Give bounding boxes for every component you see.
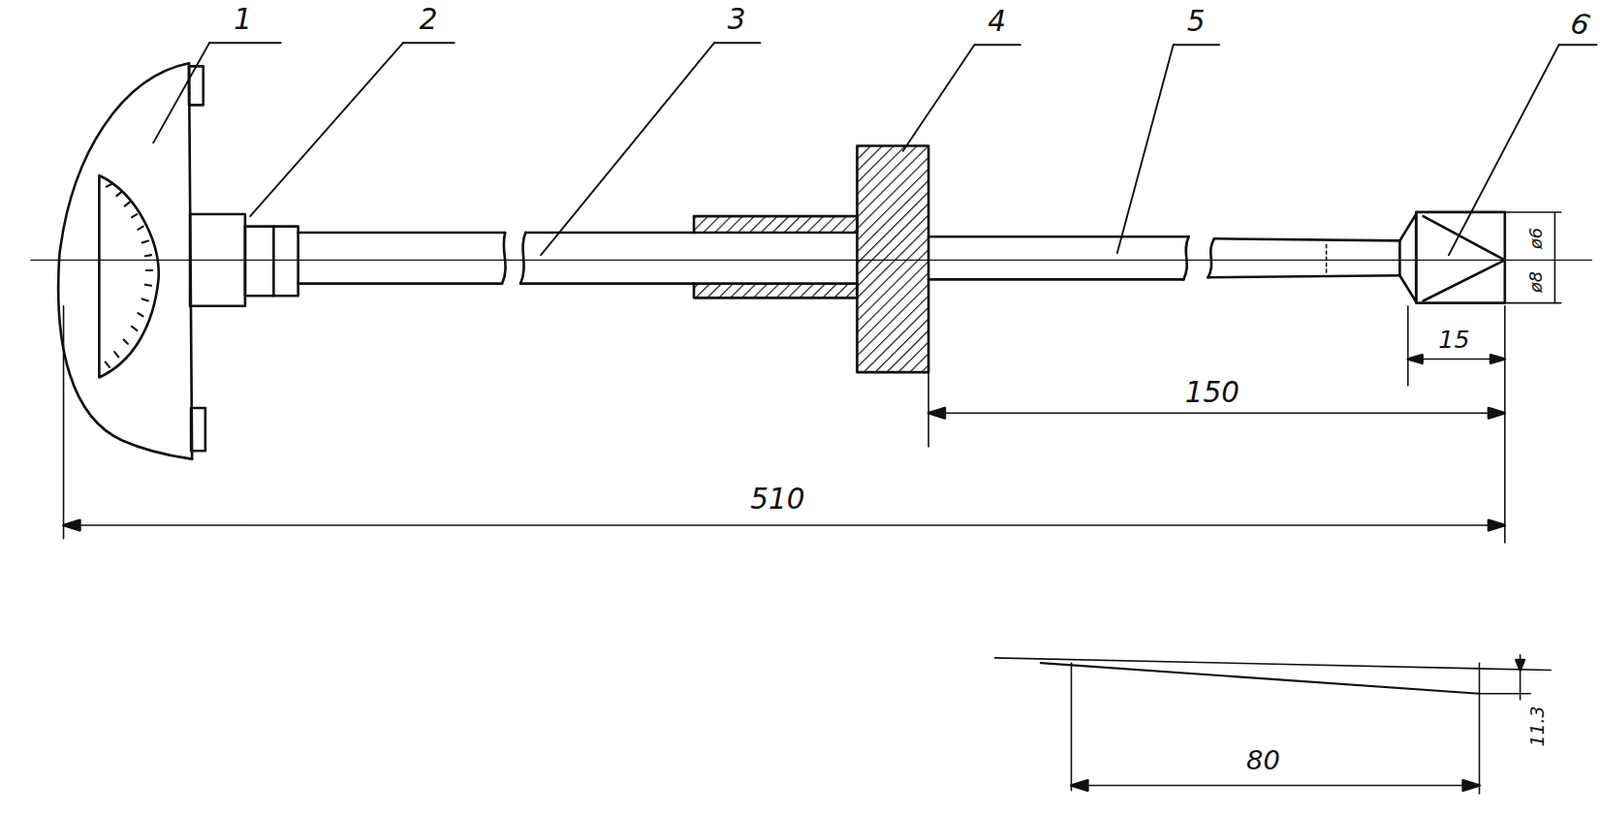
callout-number: 4: [987, 7, 1006, 36]
dimension-label: 80: [1246, 747, 1281, 774]
dimension-label: 150: [1185, 378, 1240, 408]
callout-number: 6: [1567, 8, 1593, 41]
dimension-label: 11.3: [1527, 706, 1546, 748]
callout-number: 1: [233, 5, 252, 34]
callout-number: 5: [1187, 7, 1206, 36]
dimension-label: ø8: [1527, 270, 1545, 292]
callout-number: 3: [727, 5, 747, 34]
dimension-label: ø6: [1527, 227, 1545, 250]
dimension-label: 15: [1438, 327, 1470, 352]
dimension-label: 510: [750, 485, 805, 514]
callout-number: 2: [419, 5, 439, 34]
